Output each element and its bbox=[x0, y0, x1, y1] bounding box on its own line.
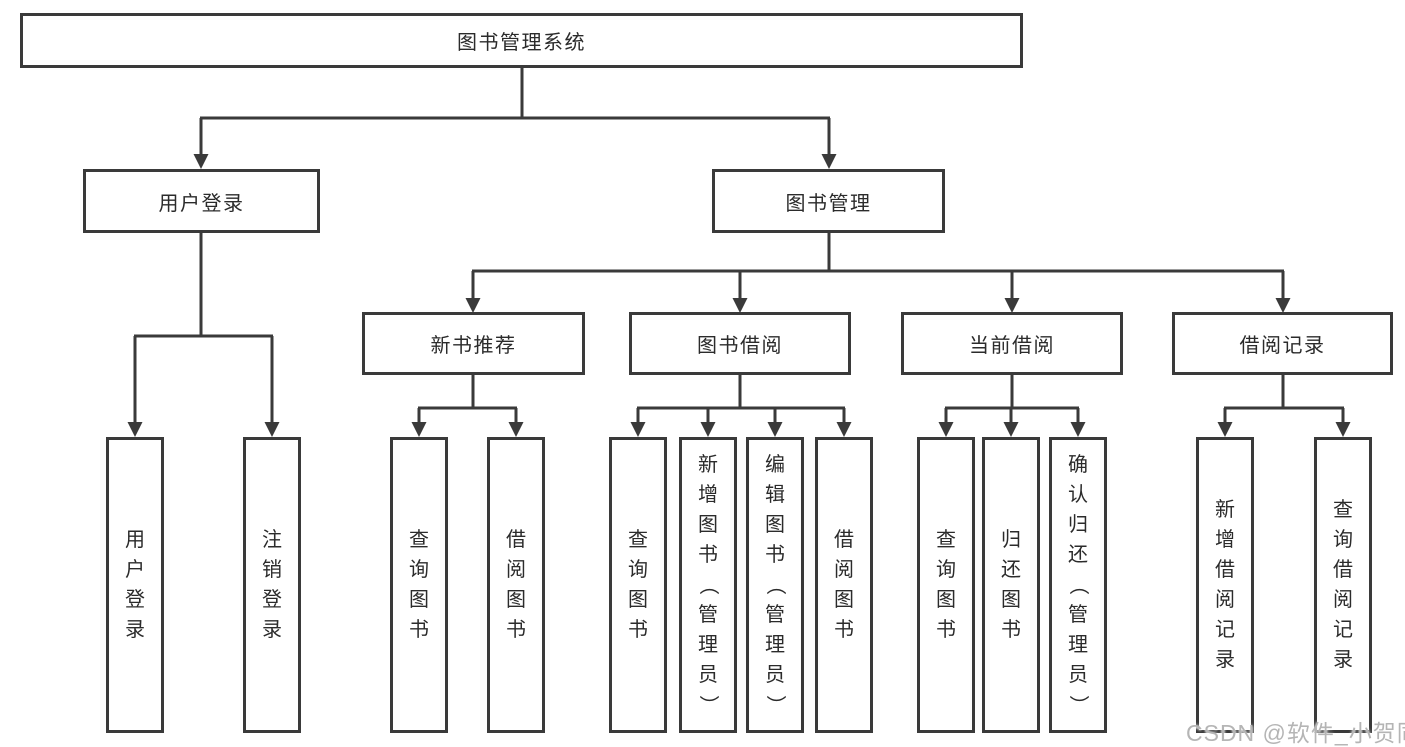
node-borrowing-records-label: 借阅记录 bbox=[1239, 335, 1326, 357]
node-book-management: 图书管理 bbox=[712, 169, 945, 233]
leaf-edit-books-admin-label: 编辑图书（管理员） bbox=[764, 454, 786, 715]
leaf-query-borrow-record-label: 查询借阅记录 bbox=[1333, 499, 1353, 671]
leaf-add-borrow-record: 新增借阅记录 bbox=[1196, 437, 1254, 733]
node-current-borrowing: 当前借阅 bbox=[901, 312, 1123, 375]
node-book-management-label: 图书管理 bbox=[785, 192, 872, 215]
node-current-borrowing-label: 当前借阅 bbox=[969, 335, 1055, 357]
leaf-logout: 注销登录 bbox=[243, 437, 301, 733]
node-new-book-recommend: 新书推荐 bbox=[362, 312, 585, 375]
leaf-query-books-borrowing-label: 查询图书 bbox=[628, 529, 648, 641]
leaf-confirm-return-admin: 确认归还（管理员） bbox=[1049, 437, 1107, 733]
leaf-borrow-books-borrowing-label: 借阅图书 bbox=[834, 529, 854, 641]
node-root-label: 图书管理系统 bbox=[457, 32, 586, 54]
leaf-query-borrow-record: 查询借阅记录 bbox=[1314, 437, 1372, 733]
node-new-book-recommend-label: 新书推荐 bbox=[430, 335, 517, 357]
leaf-query-books-current: 查询图书 bbox=[917, 437, 975, 733]
csdn-watermark: CSDN @软件_小贺同学 bbox=[1186, 720, 1405, 746]
node-user-login: 用户登录 bbox=[83, 169, 320, 233]
leaf-add-books-admin-label: 新增图书（管理员） bbox=[697, 454, 719, 715]
leaf-user-login-label: 用户登录 bbox=[125, 529, 145, 641]
node-book-borrowing-label: 图书借阅 bbox=[697, 335, 783, 357]
leaf-add-borrow-record-label: 新增借阅记录 bbox=[1215, 499, 1235, 671]
leaf-confirm-return-admin-label: 确认归还（管理员） bbox=[1067, 454, 1089, 715]
leaf-query-books-recommend: 查询图书 bbox=[390, 437, 448, 733]
node-root: 图书管理系统 bbox=[20, 13, 1023, 68]
leaf-borrow-books-borrowing: 借阅图书 bbox=[815, 437, 873, 733]
leaf-query-books-current-label: 查询图书 bbox=[936, 529, 956, 641]
leaf-return-books-label: 归还图书 bbox=[1001, 529, 1021, 641]
node-borrowing-records: 借阅记录 bbox=[1172, 312, 1393, 375]
leaf-add-books-admin: 新增图书（管理员） bbox=[679, 437, 737, 733]
leaf-borrow-books-recommend: 借阅图书 bbox=[487, 437, 545, 733]
leaf-user-login: 用户登录 bbox=[106, 437, 164, 733]
leaf-edit-books-admin: 编辑图书（管理员） bbox=[746, 437, 804, 733]
node-user-login-label: 用户登录 bbox=[158, 192, 245, 215]
leaf-query-books-recommend-label: 查询图书 bbox=[409, 529, 429, 641]
leaf-return-books: 归还图书 bbox=[982, 437, 1040, 733]
leaf-query-books-borrowing: 查询图书 bbox=[609, 437, 667, 733]
leaf-logout-label: 注销登录 bbox=[262, 529, 282, 641]
node-book-borrowing: 图书借阅 bbox=[629, 312, 851, 375]
leaf-borrow-books-recommend-label: 借阅图书 bbox=[506, 529, 526, 641]
